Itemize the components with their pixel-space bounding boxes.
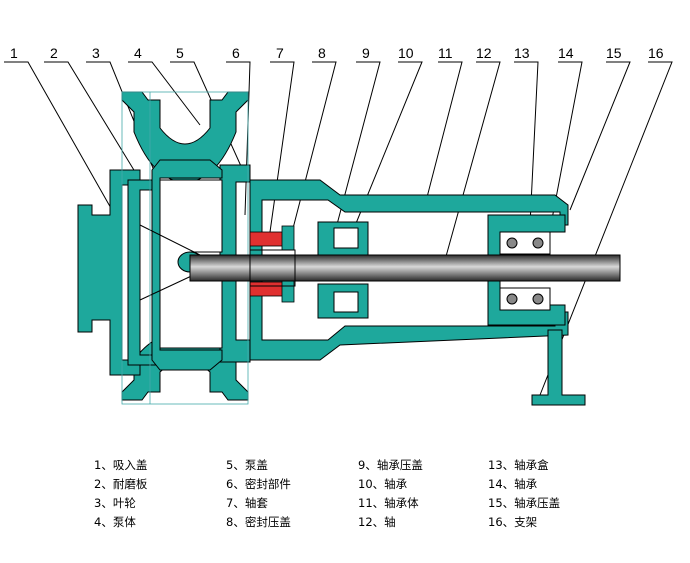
legend-item: 7、轴套 <box>226 496 268 510</box>
callout-5: 5 <box>176 45 184 61</box>
callout-8: 8 <box>318 45 326 61</box>
legend-item: 9、轴承压盖 <box>358 458 423 472</box>
legend-item: 12、轴 <box>358 515 396 529</box>
callout-1: 1 <box>10 45 18 61</box>
legend-item: 15、轴承压盖 <box>488 496 561 510</box>
shaft <box>189 254 621 282</box>
legend-item: 1、吸入盖 <box>94 458 148 472</box>
callout-15: 15 <box>606 45 622 61</box>
callout-12: 12 <box>476 45 492 61</box>
reference-outline <box>121 91 249 405</box>
shaft-sleeve <box>249 249 296 287</box>
rear-bearings <box>499 231 551 311</box>
callout-2: 2 <box>50 45 58 61</box>
callout-13: 13 <box>514 45 530 61</box>
callout-7: 7 <box>276 45 284 61</box>
pump-cross-section-diagram: 1 2 3 4 5 6 7 8 9 10 11 12 13 14 15 16 <box>4 45 673 406</box>
legend-item: 8、密封压盖 <box>226 515 291 529</box>
legend-item: 16、支架 <box>488 515 538 529</box>
legend-item: 4、泵体 <box>94 515 136 529</box>
legend-item: 10、轴承 <box>358 477 408 491</box>
legend-item: 6、密封部件 <box>226 477 291 491</box>
legend-item: 11、轴承体 <box>358 496 419 510</box>
legend-column-4: 13、轴承盒 14、轴承 15、轴承压盖 16、支架 <box>488 456 638 532</box>
pump-casing <box>77 91 586 406</box>
legend-item: 3、叶轮 <box>94 496 136 510</box>
legend-column-1: 1、吸入盖 2、耐磨板 3、叶轮 4、泵体 <box>94 456 244 532</box>
legend-item: 2、耐磨板 <box>94 477 148 491</box>
parts-legend: 1、吸入盖 2、耐磨板 3、叶轮 4、泵体 5、泵盖 6、密封部件 7、轴套 8… <box>0 450 690 560</box>
callout-4: 4 <box>134 45 142 61</box>
legend-item: 13、轴承盒 <box>488 458 549 472</box>
legend-item: 14、轴承 <box>488 477 538 491</box>
legend-column-2: 5、泵盖 6、密封部件 7、轴套 8、密封压盖 <box>226 456 376 532</box>
callout-9: 9 <box>362 45 370 61</box>
callout-10: 10 <box>398 45 414 61</box>
callout-numbers: 1 2 3 4 5 6 7 8 9 10 11 12 13 14 15 16 <box>10 45 664 61</box>
legend-item: 5、泵盖 <box>226 458 268 472</box>
seal-gland <box>281 225 295 303</box>
callout-6: 6 <box>232 45 240 61</box>
callout-11: 11 <box>438 45 453 61</box>
legend-column-3: 9、轴承压盖 10、轴承 11、轴承体 12、轴 <box>358 456 508 532</box>
front-bearing <box>317 221 369 319</box>
callout-3: 3 <box>92 45 100 61</box>
callout-lines <box>4 61 673 396</box>
callout-14: 14 <box>558 45 574 61</box>
callout-16: 16 <box>648 45 664 61</box>
